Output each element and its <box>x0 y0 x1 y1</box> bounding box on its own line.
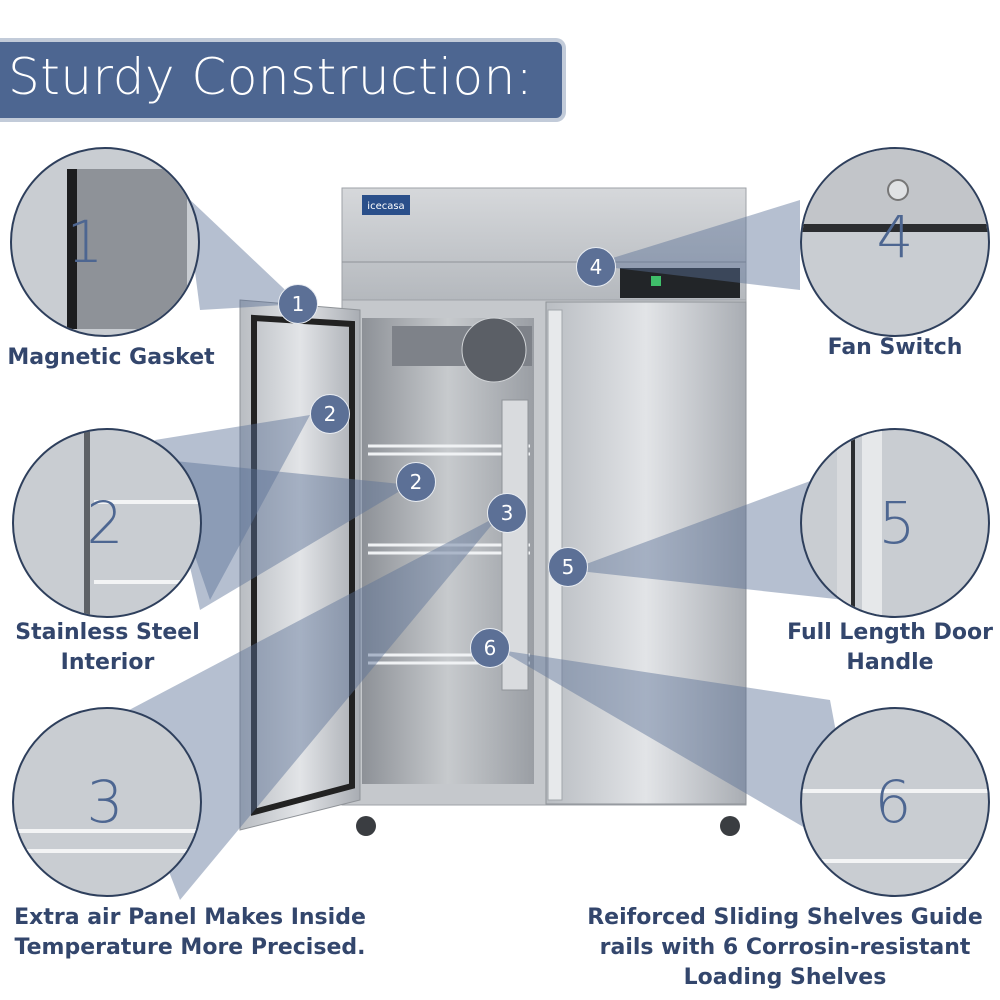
marker-5: 5 <box>548 547 588 587</box>
label-stainless-steel: Stainless Steel Interior <box>0 618 215 678</box>
detail-number: 2 <box>86 489 124 557</box>
detail-number: 4 <box>876 203 914 271</box>
detail-circle-2: 2 <box>12 428 202 618</box>
marker-3: 3 <box>487 493 527 533</box>
control-panel <box>620 268 740 298</box>
label-line: Extra air Panel Makes Inside <box>14 905 366 930</box>
fan-grill <box>461 317 527 383</box>
marker-2b: 2 <box>396 462 436 502</box>
label-extra-air-panel: Extra air Panel Makes Inside Temperature… <box>0 903 380 963</box>
casters <box>356 816 740 836</box>
label-line: Handle <box>846 650 934 675</box>
detail-number: 5 <box>878 489 916 557</box>
marker-4: 4 <box>576 247 616 287</box>
label-line: Interior <box>60 650 155 675</box>
label-magnetic-gasket: Magnetic Gasket <box>7 345 215 370</box>
label-line: Reiforced Sliding Shelves Guide <box>587 905 983 930</box>
label-line: Full Length Door <box>787 620 993 645</box>
label-fan-switch: Fan Switch <box>827 335 963 360</box>
page-title: Sturdy Construction: <box>8 48 534 106</box>
detail-number: 6 <box>874 768 912 836</box>
marker-6: 6 <box>470 628 510 668</box>
logo-text: icecasa <box>367 201 404 212</box>
detail-number: 1 <box>66 208 104 276</box>
label-line: rails with 6 Corrosin-resistant <box>599 935 971 960</box>
logo-plate <box>362 195 410 215</box>
marker-1: 1 <box>278 284 318 324</box>
pointer-beams <box>110 195 860 900</box>
label-line: Loading Shelves <box>683 965 887 990</box>
detail-circle-4: 4 <box>800 147 990 337</box>
marker-2a: 2 <box>310 394 350 434</box>
label-sliding-shelves: Reiforced Sliding Shelves Guide rails wi… <box>570 903 1000 993</box>
detail-circle-6: 6 <box>800 707 990 897</box>
detail-circle-5: 5 <box>800 428 990 618</box>
detail-circle-3: 3 <box>12 707 202 897</box>
title-banner: Sturdy Construction: <box>0 38 566 122</box>
label-line: Stainless Steel <box>15 620 200 645</box>
detail-number: 3 <box>86 768 124 836</box>
label-line: Temperature More Precised. <box>14 935 366 960</box>
label-door-handle: Full Length Door Handle <box>780 618 1000 678</box>
detail-circle-1: 1 <box>10 147 200 337</box>
door-gasket <box>251 314 355 816</box>
